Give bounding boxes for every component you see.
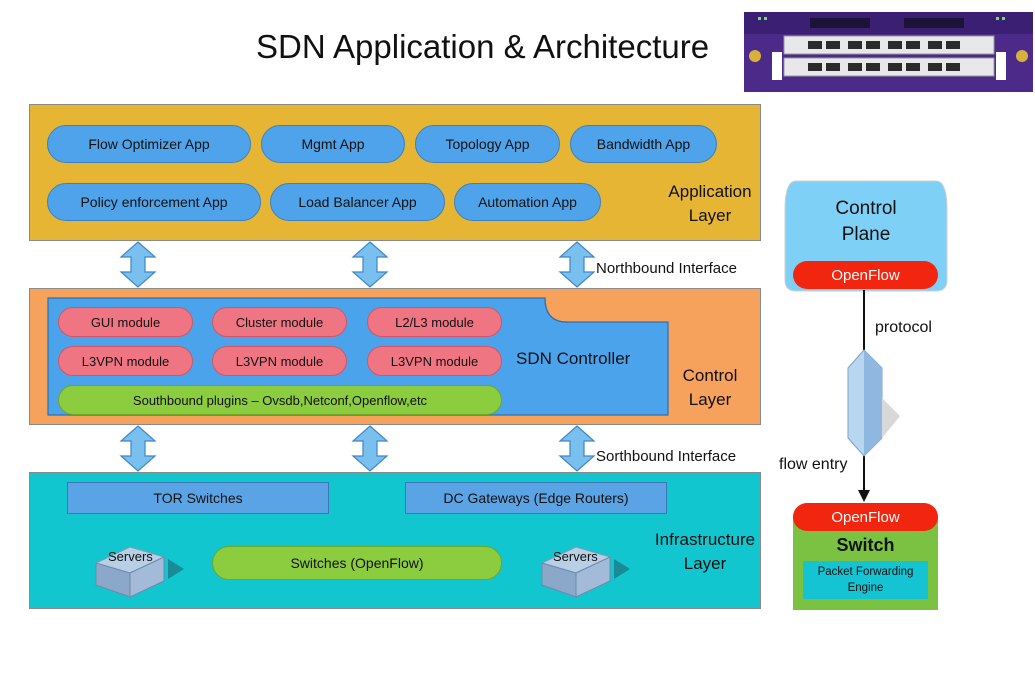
openflow-switches: Switches (OpenFlow) (212, 546, 502, 580)
application-layer-label-line2: Layer (688, 206, 732, 225)
northbound-arrow (351, 241, 389, 288)
sdn-controller-label: SDN Controller (516, 349, 631, 368)
flow-connector (847, 290, 900, 502)
switch-openflow: OpenFlow (793, 503, 938, 531)
server-cube-icon (540, 546, 630, 598)
control-plane-label: Control Plane (784, 196, 948, 248)
l2-l3-module: L2/L3 module (367, 307, 502, 337)
infrastructure-layer-label-line1: Infrastructure (654, 530, 756, 549)
southbound-arrow (119, 425, 157, 472)
dc-gateways: DC Gateways (Edge Routers) (405, 482, 667, 514)
automation-app: Automation App (454, 183, 601, 221)
page-title: SDN Application & Architecture (256, 28, 710, 65)
gui-module: GUI module (58, 307, 193, 337)
switch-title: Switch (836, 535, 895, 555)
cluster-module: Cluster module (212, 307, 347, 337)
application-layer-label: Application Layer (660, 180, 760, 228)
southbound-arrow (558, 425, 596, 472)
southbound-plugins: Southbound plugins – Ovsdb,Netconf,Openf… (58, 385, 502, 415)
flow-entry-label: flow entry (779, 456, 848, 473)
bandwidth-app: Bandwidth App (570, 125, 717, 163)
protocol-label: protocol (875, 319, 932, 336)
server-cube-icon (94, 546, 184, 598)
l3vpn-module: L3VPN module (58, 346, 193, 376)
packet-forwarding-engine: Packet Forwarding Engine (803, 561, 928, 599)
control-layer-label: Control Layer (660, 364, 760, 412)
northbound-arrow (119, 241, 157, 288)
southbound-interface-label: Sorthbound Interface (596, 448, 737, 465)
packet-forwarding-engine-line1: Packet Forwarding (817, 566, 914, 578)
infrastructure-layer-label-line2: Layer (683, 554, 727, 573)
topology-app: Topology App (415, 125, 560, 163)
l3vpn-module: L3VPN module (367, 346, 502, 376)
flow-optimizer-app: Flow Optimizer App (47, 125, 251, 163)
northbound-interface-label: Northbound Interface (596, 260, 737, 277)
tor-switches: TOR Switches (67, 482, 329, 514)
control-plane-label-line2: Plane (841, 224, 891, 245)
servers-left-label: Servers (108, 549, 153, 564)
northbound-arrow (558, 241, 596, 288)
infrastructure-layer-label: Infrastructure Layer (645, 528, 765, 576)
control-plane-label-line1: Control (835, 198, 897, 219)
packet-forwarding-engine-line2: Engine (847, 582, 884, 594)
load-balancer-app: Load Balancer App (270, 183, 445, 221)
policy-enforcement-app: Policy enforcement App (47, 183, 261, 221)
network-hardware-image (744, 12, 1033, 92)
servers-right-label: Servers (553, 549, 598, 564)
l3vpn-module: L3VPN module (212, 346, 347, 376)
application-layer-label-line1: Application (668, 182, 752, 201)
control-layer-label-line2: Layer (688, 390, 732, 409)
control-layer-label-line1: Control (682, 366, 738, 385)
control-plane-openflow: OpenFlow (793, 261, 938, 289)
southbound-arrow (351, 425, 389, 472)
mgmt-app: Mgmt App (261, 125, 405, 163)
